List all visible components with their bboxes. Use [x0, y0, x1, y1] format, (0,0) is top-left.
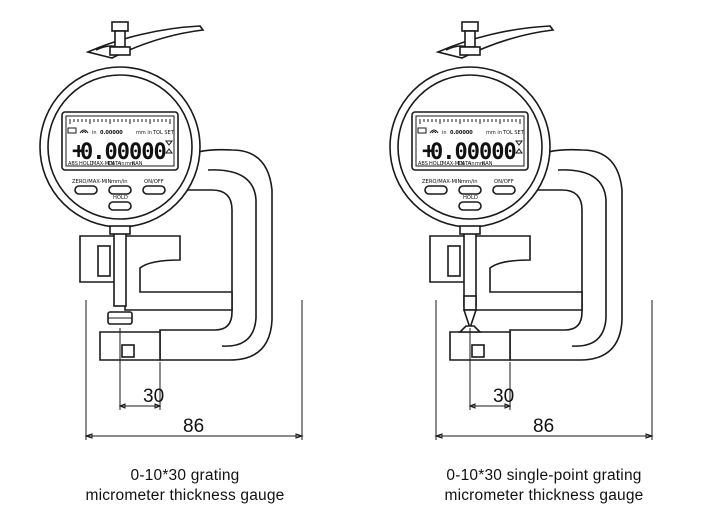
spindle [463, 231, 477, 307]
top-stem [464, 30, 476, 48]
lcd-top-digits: 0.00000 [100, 130, 123, 136]
dial-lower-crown [459, 225, 481, 235]
top-stem [114, 30, 126, 48]
lcd-mm-in: mm in [486, 130, 502, 136]
upper-clamp [429, 235, 583, 311]
zero-button-label: ZERO/MAX-MIN [422, 179, 461, 185]
mm-in-button-label: mm/in [461, 179, 478, 185]
c-frame-outer [159, 148, 273, 361]
anvil-block [449, 331, 511, 361]
spindle [113, 231, 127, 307]
caption-grating-line2: micrometer thickness gauge [85, 487, 285, 504]
battery-icon [67, 127, 77, 134]
dim-label-outer: 86 [533, 416, 554, 437]
clamp-slot [447, 245, 461, 277]
lever-arm [85, 25, 205, 59]
lcd-main-digits: 0.00000 [430, 140, 516, 165]
c-frame-outer [509, 148, 623, 361]
zero-button [74, 185, 98, 195]
lcd-tol-set: TOL SET [502, 130, 525, 136]
lcd-status-label: mm [125, 161, 135, 167]
dim-arrows-inner [118, 403, 162, 409]
on-off-button [492, 185, 516, 195]
lcd-tolerance-arrows [165, 140, 173, 154]
lcd-status-label: HOLD [429, 161, 443, 167]
dim-arrows-outer [434, 433, 654, 439]
lcd-sign: + [72, 139, 85, 164]
stem-collar [459, 46, 481, 56]
clamp-slot [97, 245, 111, 277]
dial-lower-crown [109, 225, 131, 235]
hold-button [458, 201, 482, 211]
lcd-status-label: HOLD [79, 161, 93, 167]
dim-label-outer: 86 [183, 416, 204, 437]
lcd-status-label: MAX-MIN [92, 161, 115, 167]
dim-label-inner: 30 [143, 386, 164, 407]
mm-in-button-label: mm/in [111, 179, 128, 185]
mm-in-button [108, 185, 132, 195]
stem-collar [109, 46, 131, 56]
lcd-inner [65, 115, 175, 167]
hold-button-label: HOLD [113, 195, 128, 201]
on-off-button [142, 185, 166, 195]
wifi-icon [429, 129, 439, 134]
on-off-button-label: ON/OFF [494, 179, 514, 185]
lcd-inner [415, 115, 525, 167]
hold-button-label: HOLD [463, 195, 478, 201]
on-off-button-label: ON/OFF [144, 179, 164, 185]
lcd-status-label: MAX-MIN [442, 161, 465, 167]
lcd-status-label: RAN [132, 161, 143, 167]
lcd-frame [411, 111, 529, 171]
dial-face [47, 74, 193, 220]
lever-arm [435, 25, 555, 59]
c-frame-inner-edge [207, 169, 257, 347]
lcd-top-unit: in [442, 130, 447, 136]
contact-tip-point [462, 309, 478, 331]
mm-in-button [458, 185, 482, 195]
lcd-top-digits: 0.00000 [450, 130, 473, 136]
lcd-frame [61, 111, 179, 171]
lcd-status-label: mm [475, 161, 485, 167]
lcd-status-label: ABS [68, 161, 78, 167]
anvil-notch [471, 344, 485, 358]
anvil-notch [121, 344, 135, 358]
hold-button [108, 201, 132, 211]
top-knob [461, 21, 479, 32]
top-knob [111, 21, 129, 32]
lcd-top-unit: in [92, 130, 97, 136]
dim-arrows-inner [468, 403, 512, 409]
lcd-status-label: in [120, 161, 125, 167]
dim-label-inner: 30 [493, 386, 514, 407]
dim-arrows-outer [84, 433, 304, 439]
c-frame-inner-edge [557, 169, 607, 347]
lcd-status-label: ABS [418, 161, 428, 167]
caption-grating-line1: 0-10*30 grating [130, 467, 240, 484]
lcd-status-label: in [470, 161, 475, 167]
wifi-icon [79, 129, 89, 134]
zero-button [424, 185, 448, 195]
anvil-block [99, 331, 161, 361]
dial-face [397, 74, 543, 220]
battery-icon [417, 127, 427, 134]
caption-single-point-line1: 0-10*30 single-point grating [446, 467, 642, 484]
lcd-status-label: DATA [458, 161, 471, 167]
zero-button-label: ZERO/MAX-MIN [72, 179, 111, 185]
upper-clamp [79, 235, 233, 311]
lcd-tolerance-arrows [515, 140, 523, 154]
caption-grating: 0-10*30 grating micrometer thickness gau… [20, 466, 350, 506]
lcd-main-digits: 0.00000 [80, 140, 166, 165]
lcd-status-label: RAN [482, 161, 493, 167]
caption-single-point-line2: micrometer thickness gauge [444, 487, 644, 504]
caption-single-point: 0-10*30 single-point grating micrometer … [384, 466, 704, 506]
lcd-sign: + [422, 139, 435, 164]
lcd-status-label: DATA [108, 161, 121, 167]
tip-collar [463, 295, 477, 311]
lcd-mm-in: mm in [136, 130, 152, 136]
lcd-tol-set: TOL SET [152, 130, 175, 136]
